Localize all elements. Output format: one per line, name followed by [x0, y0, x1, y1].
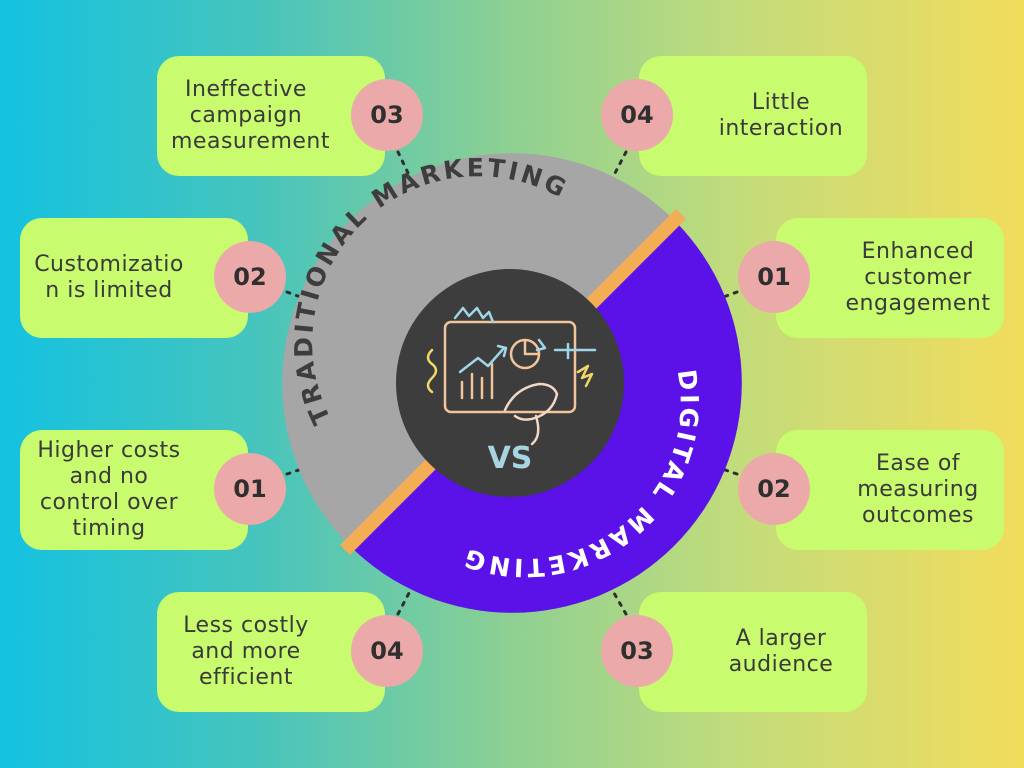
- traditional-badge-04: 04: [351, 615, 423, 687]
- traditional-card-04-text: Less costly and more efficient: [183, 613, 309, 690]
- digital-badge-02: 02: [738, 453, 810, 525]
- digital-card-02-text: Ease of measuring outcomes: [857, 451, 979, 528]
- traditional-badge-02: 02: [214, 241, 286, 313]
- digital-card-04: Little interaction: [639, 56, 867, 176]
- center-core: [396, 269, 624, 497]
- digital-card-02: Ease of measuring outcomes: [776, 430, 1004, 550]
- traditional-badge-01: 01: [214, 453, 286, 525]
- digital-card-03: A larger audience: [639, 592, 867, 712]
- digital-badge-03: 03: [601, 615, 673, 687]
- traditional-card-04: Less costly and more efficient: [157, 592, 385, 712]
- traditional-badge-03: 03: [351, 79, 423, 151]
- digital-card-04-text: Little interaction: [718, 90, 844, 141]
- digital-badge-01: 01: [738, 241, 810, 313]
- traditional-card-03: Ineffective campaign measurement: [157, 56, 385, 176]
- traditional-card-02: Customization is limited: [20, 218, 248, 338]
- traditional-card-02-text: Customization is limited: [34, 252, 184, 303]
- digital-card-01-text: Enhanced customer engagement: [845, 239, 991, 316]
- vs-label: VS: [488, 441, 533, 476]
- traditional-card-01-text: Higher costs and no control over timing: [37, 438, 181, 541]
- digital-card-01: Enhanced customer engagement: [776, 218, 1004, 338]
- traditional-card-03-text: Ineffective campaign measurement: [171, 77, 330, 154]
- digital-card-03-text: A larger audience: [728, 626, 834, 677]
- digital-badge-04: 04: [601, 79, 673, 151]
- growth-chart-board-icon: [426, 306, 597, 446]
- traditional-card-01: Higher costs and no control over timing: [20, 430, 248, 550]
